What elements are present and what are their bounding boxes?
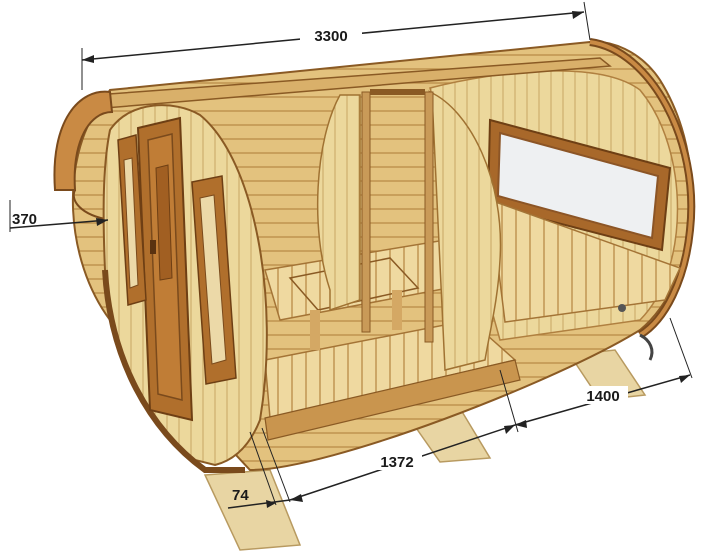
tension-bands xyxy=(618,304,654,361)
middle-partition xyxy=(316,89,502,371)
dimension-length-label: 3300 xyxy=(314,28,347,45)
dimension-length: 3300 xyxy=(81,1,591,90)
dimension-base-label: 74 xyxy=(232,487,249,504)
door-handle-icon xyxy=(150,240,156,254)
dimension-interior: 1372 xyxy=(289,424,516,502)
dimension-interior-label: 1372 xyxy=(380,454,413,471)
dimension-wall-label: 370 xyxy=(12,211,37,228)
dimension-wall: 370 xyxy=(9,200,109,232)
side-window-left xyxy=(117,134,147,306)
door xyxy=(136,116,194,422)
side-window-right xyxy=(191,175,237,385)
dimension-base: 74 xyxy=(227,427,291,509)
dimension-bench-label: 1400 xyxy=(586,388,619,405)
dimension-bench: 1400 xyxy=(499,317,693,433)
